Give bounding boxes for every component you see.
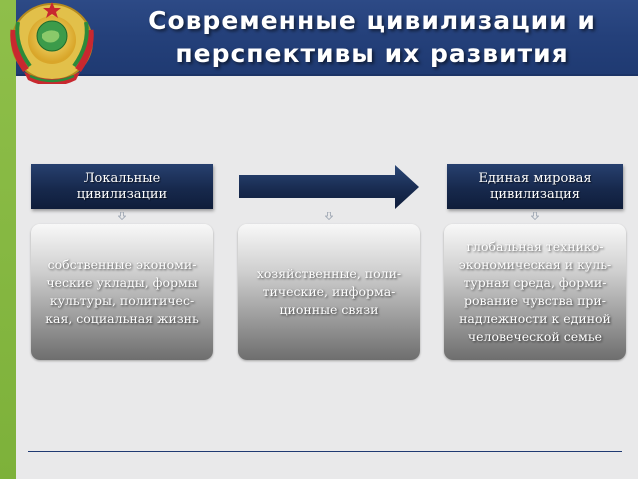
local-civilizations-text: собственные экономи- ческие уклады, форм… [45, 257, 199, 326]
arrow-right-icon [239, 165, 419, 209]
down-arrow-connector-icon [118, 212, 126, 220]
local-civilizations-header: Локальные цивилизации [31, 164, 213, 209]
world-civilization-text: глобальная технико- экономическая и куль… [458, 239, 612, 344]
left-accent-strip [0, 0, 16, 479]
footer-divider [28, 451, 622, 452]
slide-title: Современные цивилизации и перспективы их… [148, 6, 596, 68]
connections-text: хозяйственные, поли- тические, информа- … [256, 266, 402, 317]
belarus-coat-of-arms-icon [10, 2, 94, 84]
world-civilization-header: Единая мировая цивилизация [447, 164, 623, 209]
world-civilization-description: глобальная технико- экономическая и куль… [444, 224, 626, 360]
title-bar: Современные цивилизации и перспективы их… [16, 0, 638, 76]
down-arrow-connector-icon [531, 212, 539, 220]
local-civilizations-label: Локальные цивилизации [76, 170, 168, 202]
local-civilizations-description: собственные экономи- ческие уклады, форм… [31, 224, 213, 360]
connections-description: хозяйственные, поли- тические, информа- … [238, 224, 420, 360]
world-civilization-label: Единая мировая цивилизация [478, 170, 592, 202]
down-arrow-connector-icon [325, 212, 333, 220]
